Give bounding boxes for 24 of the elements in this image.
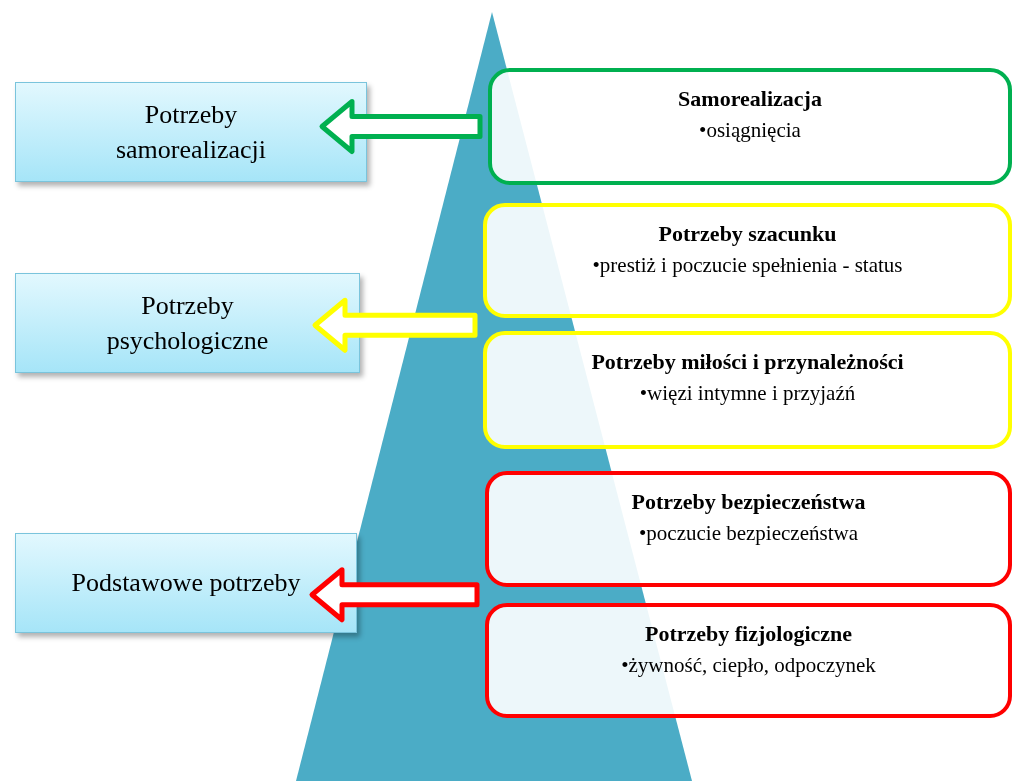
level-box xyxy=(483,331,1012,449)
block-arrow xyxy=(309,567,480,623)
category-label: Potrzeby samorealizacji xyxy=(114,98,268,166)
bullet-text: •prestiż i poczucie spełnienia - status xyxy=(592,253,903,278)
level-title: Samorealizacja xyxy=(678,86,822,112)
bullet-text: •osiągnięcia xyxy=(699,118,801,143)
category-label: Potrzeby psychologiczne xyxy=(105,289,270,357)
block-arrow xyxy=(319,99,483,154)
category-box xyxy=(15,273,360,373)
level-title: Potrzeby szacunku xyxy=(658,221,837,247)
category-box xyxy=(15,82,367,182)
level-box xyxy=(488,68,1012,185)
category-box xyxy=(15,533,357,633)
level-box xyxy=(483,203,1012,318)
level-title: Potrzeby miłości i przynależności xyxy=(591,349,904,375)
level-title: Potrzeby fizjologiczne xyxy=(644,621,853,647)
category-label: Podstawowe potrzeby xyxy=(71,567,301,600)
level-box xyxy=(485,471,1012,587)
bullet-text: •żywność, ciepło, odpoczynek xyxy=(621,653,876,678)
level-box xyxy=(485,603,1012,718)
block-arrow xyxy=(312,297,478,353)
bullet-text: •więzi intymne i przyjaźń xyxy=(639,381,856,406)
bullet-text: •poczucie bezpieczeństwa xyxy=(639,521,858,546)
level-title: Potrzeby bezpieczeństwa xyxy=(631,489,866,515)
